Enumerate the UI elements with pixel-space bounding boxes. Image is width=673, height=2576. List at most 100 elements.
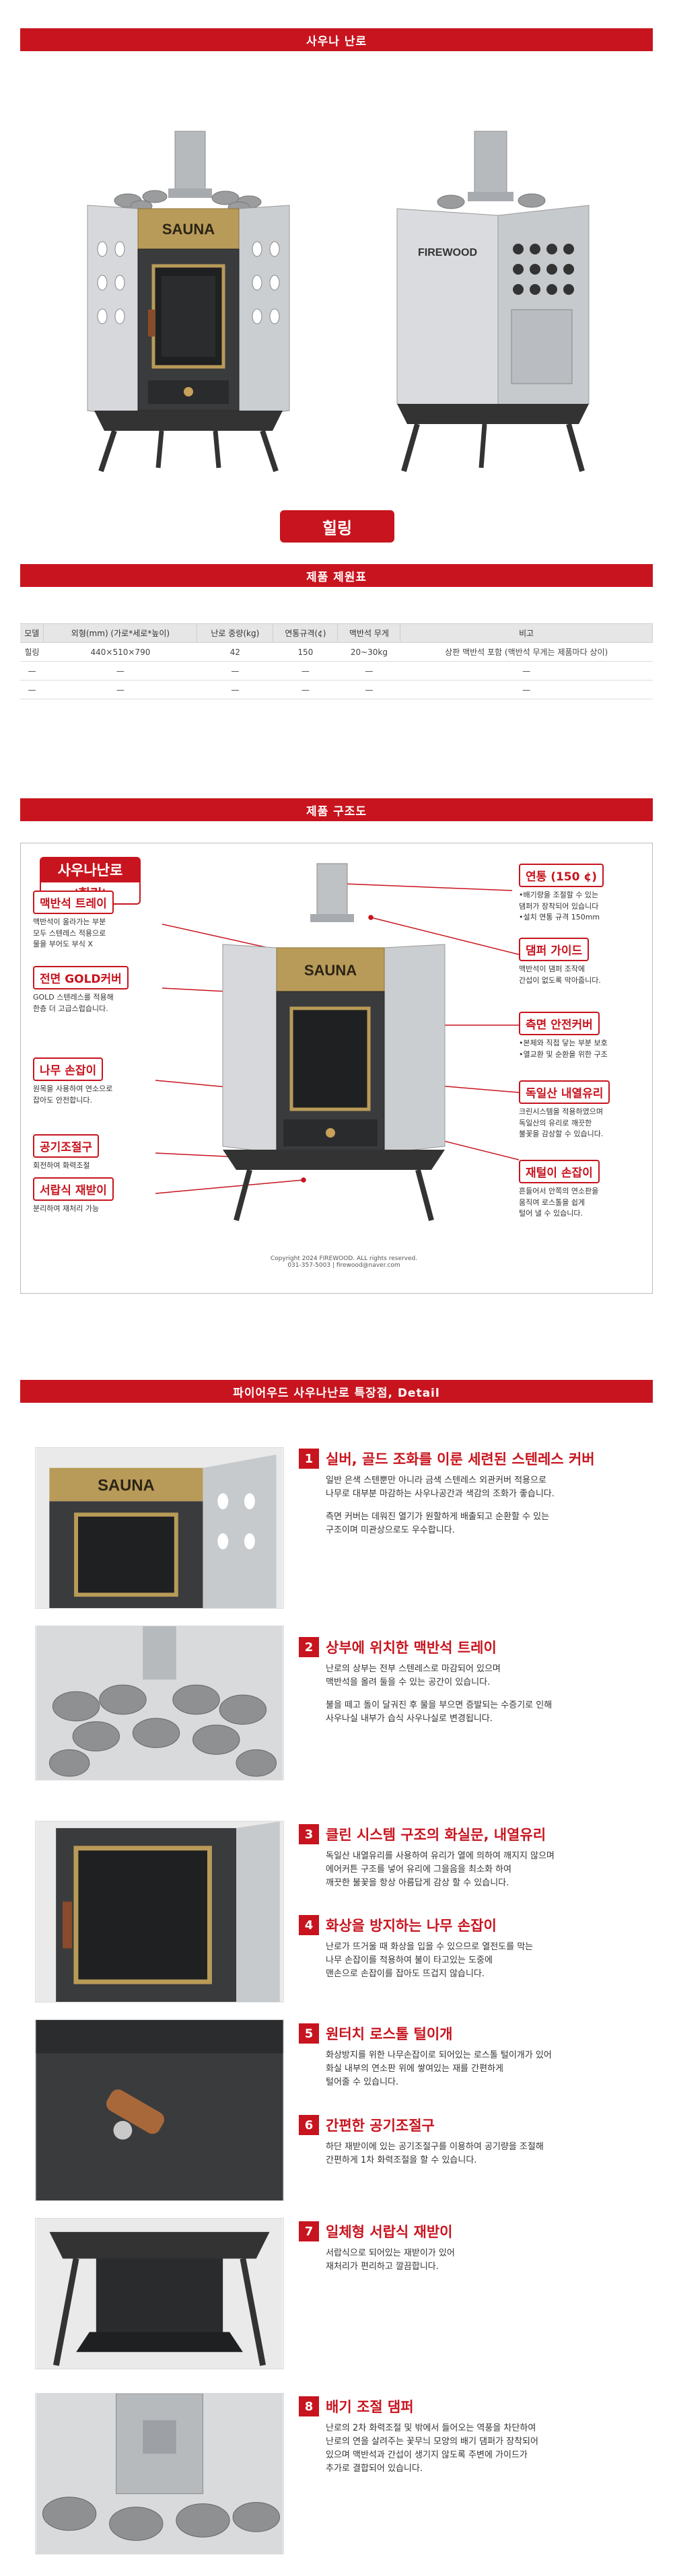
feature-3-text: 독일산 내열유리를 사용하여 유리가 열에 의하여 깨지지 않으며 에어커튼 구… — [326, 1851, 555, 1889]
table-cell: — — [337, 680, 400, 699]
callout-air-vent-desc: 회전하여 화력조절 — [33, 1161, 90, 1170]
feature-1-text: 일반 은색 스텐뿐만 아니라 금색 스텐레스 외관커버 적용으로 나무로 대부분… — [326, 1475, 555, 1500]
callout-wood-handle: 나무 손잡이 원목을 사용하여 연소으로 잡아도 안전합니다. — [33, 1057, 157, 1106]
feature-2-text2: 불을 떼고 돌이 달궈진 후 물을 부으면 증발되는 수증기로 인해 사우나실 … — [326, 1700, 553, 1725]
callout-damper-guide-title: 댐퍼 가이드 — [519, 938, 590, 961]
svg-text:SAUNA: SAUNA — [304, 962, 357, 979]
feature-4-text: 난로가 뜨거울 때 화상을 입을 수 있으므로 열전도를 막는 나무 손잡이를 … — [326, 1942, 534, 1980]
callout-flue-title: 연통 (150 ¢) — [519, 864, 604, 887]
feature-image-cover: SAUNA — [35, 1447, 284, 1609]
feature-image-stone-tray — [35, 1626, 284, 1780]
callout-damper-guide-desc: 맥반석이 댐퍼 조작에 간섭이 없도록 막아줍니다. — [519, 965, 601, 985]
callout-glass-title: 독일산 내열유리 — [519, 1080, 610, 1104]
product-name-badge: 힐링 — [280, 510, 394, 543]
callout-ash-drawer-title: 서랍식 재받이 — [33, 1177, 114, 1201]
feature-7-title: 일체형 서랍식 재받이 — [326, 2224, 453, 2240]
callout-wood-handle-title: 나무 손잡이 — [33, 1057, 104, 1081]
callout-stone-tray: 맥반석 트레이 맥반석이 올라가는 부분 모두 스텐레스 적용으로 물을 부어도… — [33, 891, 157, 950]
feature-1: 1 실버, 골드 조화를 이룬 세련된 스텐레스 커버 일반 은색 스텐뿐만 아니… — [299, 1449, 649, 1538]
callout-glass: 독일산 내열유리 크린시스템을 적용하였으며 독일산의 유리로 깨끗한 불꽃을 … — [519, 1080, 643, 1140]
spec-header-weight: 난로 중량(kg) — [197, 623, 274, 643]
callout-gold-cover-desc: GOLD 스텐레스를 적용해 한층 더 고급스럽습니다. — [33, 993, 114, 1013]
feature-3: 3 클린 시스템 구조의 화실문, 내열유리 독일산 내열유리를 사용하여 유리가… — [299, 1824, 649, 1890]
feature-4-title: 화상을 방지하는 나무 손잡이 — [326, 1918, 497, 1934]
section-title-features: 파이어우드 사우나난로 특장점, Detail — [20, 1380, 653, 1403]
feature-2: 2 상부에 위치한 맥반석 트레이 난로의 상부는 전부 스텐레스로 마감되어 있… — [299, 1637, 649, 1727]
feature-7-text: 서랍식으로 되어있는 재받이가 있어 재처리가 편리하고 깔끔합니다. — [326, 2248, 455, 2272]
feature-6-title: 간편한 공기조절구 — [326, 2118, 435, 2134]
callout-side-cover: 측면 안전커버 •본체와 직접 닿는 부분 보호 •열교환 및 순환을 위한 구… — [519, 1012, 643, 1060]
spec-header-flue: 연통규격(¢) — [273, 623, 339, 643]
callout-side-cover-desc: •본체와 직접 닿는 부분 보호 •열교환 및 순환을 위한 구조 — [519, 1039, 608, 1059]
spec-table: 모델 외형(mm) (가로*세로*높이) 난로 중량(kg) 연통규격(¢) 맥… — [20, 623, 653, 699]
table-cell: — — [273, 680, 338, 699]
feature-4-number: 4 — [299, 1915, 319, 1935]
table-cell: — — [43, 661, 197, 681]
spec-header-notes: 비고 — [400, 623, 653, 643]
section-title-specs: 제품 제원표 — [20, 564, 653, 587]
table-cell: — — [43, 680, 197, 699]
table-cell: — — [197, 661, 273, 681]
table-row: — — — — — — — [20, 661, 653, 681]
table-cell: — — [400, 680, 653, 699]
feature-8: 8 배기 조절 댐퍼 난로의 2차 화력조절 및 밖에서 들어오는 역풍을 차단하… — [299, 2396, 649, 2476]
feature-8-text: 난로의 2차 화력조절 및 밖에서 들어오는 역풍을 차단하여 난로의 연을 살… — [326, 2423, 538, 2474]
feature-image-door — [35, 1821, 284, 2003]
feature-4: 4 화상을 방지하는 나무 손잡이 난로가 뜨거울 때 화상을 입을 수 있으므로… — [299, 1915, 649, 1981]
table-row: — — — — — — — [20, 680, 653, 699]
feature-2-number: 2 — [299, 1637, 319, 1657]
callout-ash-drawer-desc: 분리하여 재처리 가능 — [33, 1204, 100, 1213]
section-title-sauna-stove: 사우나 난로 — [20, 28, 653, 51]
callout-ash-shaker-desc: 흔들어서 안쪽의 연소판을 움직여 로스톨을 쉽게 털어 낼 수 있습니다. — [519, 1187, 599, 1218]
feature-3-title: 클린 시스템 구조의 화실문, 내열유리 — [326, 1827, 546, 1843]
feature-3-number: 3 — [299, 1824, 319, 1844]
svg-text:SAUNA: SAUNA — [98, 1476, 155, 1494]
section-title-structure: 제품 구조도 — [20, 798, 653, 821]
table-cell: 150 — [273, 642, 338, 662]
table-cell: — — [273, 661, 338, 681]
table-cell: 440×510×790 — [43, 642, 197, 662]
feature-6-text: 하단 재받이에 있는 공기조절구를 이용하여 공기량을 조절해 간편하게 1차 … — [326, 2142, 544, 2166]
spec-header-stone-weight: 맥반석 무게 — [337, 623, 401, 643]
feature-1-number: 1 — [299, 1449, 319, 1469]
feature-1-title: 실버, 골드 조화를 이룬 세련된 스텐레스 커버 — [326, 1451, 595, 1467]
callout-air-vent: 공기조절구 회전하여 화력조절 — [33, 1134, 157, 1172]
feature-8-number: 8 — [299, 2396, 319, 2416]
feature-8-title: 배기 조절 댐퍼 — [326, 2399, 414, 2415]
callout-flue: 연통 (150 ¢) •배기량을 조절할 수 있는 댐퍼가 장착되어 있습니다 … — [519, 864, 643, 924]
feature-image-shaker — [35, 2019, 284, 2201]
feature-image-damper — [35, 2393, 284, 2554]
table-cell: — — [337, 661, 400, 681]
feature-image-drawer — [35, 2218, 284, 2369]
table-cell: — — [20, 661, 44, 681]
callout-air-vent-title: 공기조절구 — [33, 1134, 100, 1158]
callout-glass-desc: 크린시스템을 적용하였으며 독일산의 유리로 깨끗한 불꽃을 감상할 수 있습니… — [519, 1107, 604, 1138]
back-brand-text: FIREWOOD — [418, 247, 477, 258]
spec-header-dimensions: 외형(mm) (가로*세로*높이) — [43, 623, 198, 643]
callout-gold-cover: 전면 GOLD커버 GOLD 스텐레스를 적용해 한층 더 고급스럽습니다. — [33, 966, 157, 1014]
callout-ash-shaker-title: 재털이 손잡이 — [519, 1160, 600, 1183]
feature-2-text: 난로의 상부는 전부 스텐레스로 마감되어 있으며 맥반석을 올려 둘을 수 있… — [326, 1664, 501, 1688]
spec-table-header-row: 모델 외형(mm) (가로*세로*높이) 난로 중량(kg) 연통규격(¢) 맥… — [20, 623, 653, 643]
table-cell: 20~30kg — [337, 642, 400, 662]
feature-7: 7 일체형 서랍식 재받이 서랍식으로 되어있는 재받이가 있어 재처리가 편리하… — [299, 2221, 649, 2274]
callout-side-cover-title: 측면 안전커버 — [519, 1012, 600, 1035]
front-brand-text: SAUNA — [162, 221, 215, 238]
table-cell: — — [400, 661, 653, 681]
callout-stone-tray-desc: 맥반석이 올라가는 부분 모두 스텐레스 적용으로 물을 부어도 부식 X — [33, 917, 106, 948]
callout-ash-shaker: 재털이 손잡이 흔들어서 안쪽의 연소판을 움직여 로스톨을 쉽게 털어 낼 수… — [519, 1160, 643, 1220]
callout-wood-handle-desc: 원목을 사용하여 연소으로 잡아도 안전합니다. — [33, 1084, 113, 1105]
feature-2-title: 상부에 위치한 맥반석 트레이 — [326, 1640, 497, 1656]
table-cell: — — [20, 680, 44, 699]
structure-stove-illustration: SAUNA — [155, 863, 520, 1222]
callout-gold-cover-title: 전면 GOLD커버 — [33, 966, 129, 989]
table-row: 힐링 440×510×790 42 150 20~30kg 상판 맥반석 포함 … — [20, 642, 653, 662]
callout-stone-tray-title: 맥반석 트레이 — [33, 891, 114, 914]
feature-7-number: 7 — [299, 2221, 319, 2241]
table-cell: — — [197, 680, 273, 699]
feature-1-text2: 측면 커버는 데워진 열기가 원할하게 배출되고 순환할 수 있는 구조이며 미… — [326, 1512, 550, 1536]
table-cell: 상판 맥반석 포함 (맥반석 무게는 제품마다 상이) — [400, 642, 653, 662]
structure-diagram: 사우나난로 '힐링' SAUNA 맥반석 트레이 — [20, 843, 653, 1294]
